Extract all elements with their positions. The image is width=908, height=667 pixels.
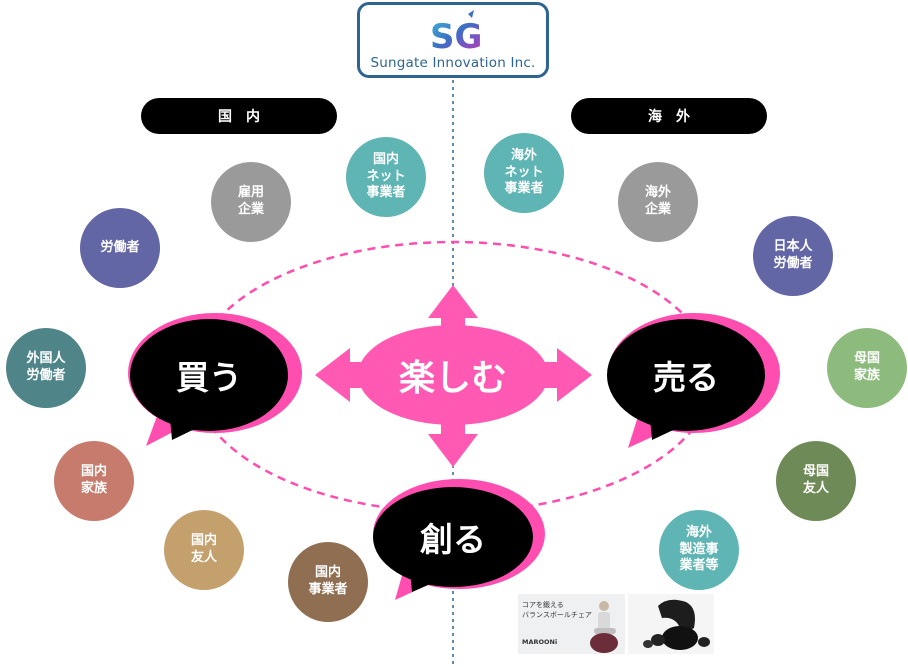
product-caption: コアを鍛える バランスボールチェア (522, 601, 592, 620)
worker-circle: 労働者 (80, 208, 160, 288)
svg-text:SG: SG (430, 17, 482, 54)
company-name: Sungate Innovation Inc. (370, 55, 536, 71)
balance-ball-chair-photo: コアを鍛える バランスボールチェア MAROONi (518, 594, 625, 654)
employer-circle: 雇用 企業 (211, 162, 291, 242)
overseas-network-operator-circle: 海外 ネット 事業者 (484, 133, 564, 213)
product-images: コアを鍛える バランスボールチェア MAROONi (518, 594, 714, 654)
domestic-family-circle: 国内 家族 (54, 441, 134, 521)
overseas-manufacturer-circle: 海外 製造事 業者等 (659, 510, 739, 590)
home-friend-circle: 母国 友人 (776, 441, 856, 521)
create-label: 創る (420, 520, 486, 559)
overseas-company-circle: 海外 企業 (618, 162, 698, 242)
sungate-logo-icon: SG (430, 10, 482, 54)
japanese-worker-circle: 日本人 労働者 (753, 216, 833, 296)
domestic-business-circle: 国内 事業者 (288, 542, 368, 622)
person-on-chair-icon (590, 601, 618, 653)
black-chair-product-icon (628, 594, 714, 654)
sell-bubble (607, 313, 780, 448)
sell-label: 売る (653, 358, 719, 397)
domestic-network-operator-circle: 国内 ネット 事業者 (346, 137, 426, 217)
overseas-header: 海外 (571, 98, 767, 134)
company-logo-box: SG Sungate Innovation Inc. (357, 2, 549, 78)
buy-bubble (128, 313, 302, 446)
enjoy-label: 楽しむ (398, 358, 507, 399)
product-brand: MAROONi (522, 638, 558, 646)
home-family-circle: 母国 家族 (827, 328, 907, 408)
enjoy-arrow (315, 285, 592, 467)
create-bubble (373, 479, 545, 600)
domestic-friend-circle: 国内 友人 (164, 510, 244, 590)
domestic-header: 国内 (141, 98, 337, 134)
buy-label: 買う (176, 358, 242, 397)
foreign-worker-circle: 外国人 労働者 (6, 328, 86, 408)
